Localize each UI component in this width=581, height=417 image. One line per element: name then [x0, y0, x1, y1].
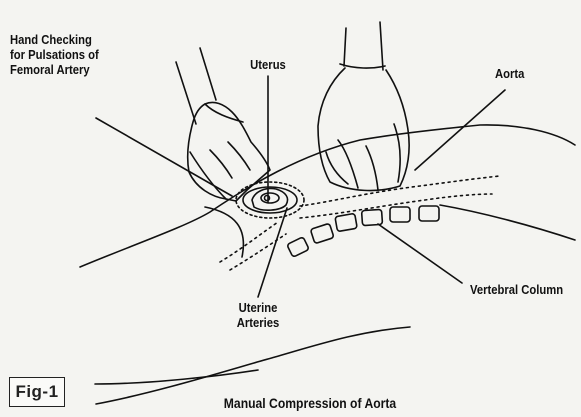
aorta-dotted-line-3	[220, 222, 278, 262]
vertebra-4	[362, 209, 383, 225]
vertebral-column-label: Vertebral Column	[470, 283, 563, 298]
vertebral-pointer-line	[378, 224, 462, 283]
left-hand-finger-2	[228, 142, 250, 170]
hand-checking-label: Hand Checking for Pulsations of Femoral …	[10, 33, 99, 78]
right-arm-line-a	[344, 28, 346, 66]
aorta-label: Aorta	[495, 67, 524, 82]
uterus-center	[265, 196, 270, 201]
lower-body-curve	[96, 327, 410, 404]
caption-curve	[95, 370, 258, 384]
abdomen-outline	[80, 125, 575, 267]
right-flank-line	[440, 205, 575, 240]
figure-number: Fig-1	[15, 382, 58, 402]
vertebra-2	[310, 223, 334, 243]
right-fist-knuckle-3	[366, 146, 378, 190]
right-cuff	[340, 64, 385, 68]
uterine-arteries-label: Uterine Arteries	[227, 301, 290, 331]
arteries-pointer-line	[258, 208, 287, 297]
aorta-dotted-line-2	[300, 194, 492, 218]
right-fist-knuckle-2	[338, 140, 358, 188]
left-arm-line-a	[176, 62, 196, 124]
aorta-dotted-line-4	[230, 234, 286, 270]
vertebra-1	[287, 237, 309, 257]
figure-number-box: Fig-1	[9, 377, 65, 407]
left-hand-finger	[210, 150, 232, 178]
right-arm-line-b	[380, 22, 383, 70]
uterine-artery-ring-inner	[243, 187, 297, 213]
vertebra-6	[419, 206, 439, 221]
vertebra-3	[335, 213, 357, 231]
hand-pointer-line	[96, 118, 232, 196]
right-fist-thumb	[394, 124, 400, 182]
vertebra-5	[390, 207, 410, 222]
uterus-label: Uterus	[237, 58, 300, 73]
figure-caption: Manual Compression of Aorta	[184, 396, 436, 411]
torso-lower-outline	[205, 207, 243, 257]
left-arm-line-b	[200, 48, 216, 100]
